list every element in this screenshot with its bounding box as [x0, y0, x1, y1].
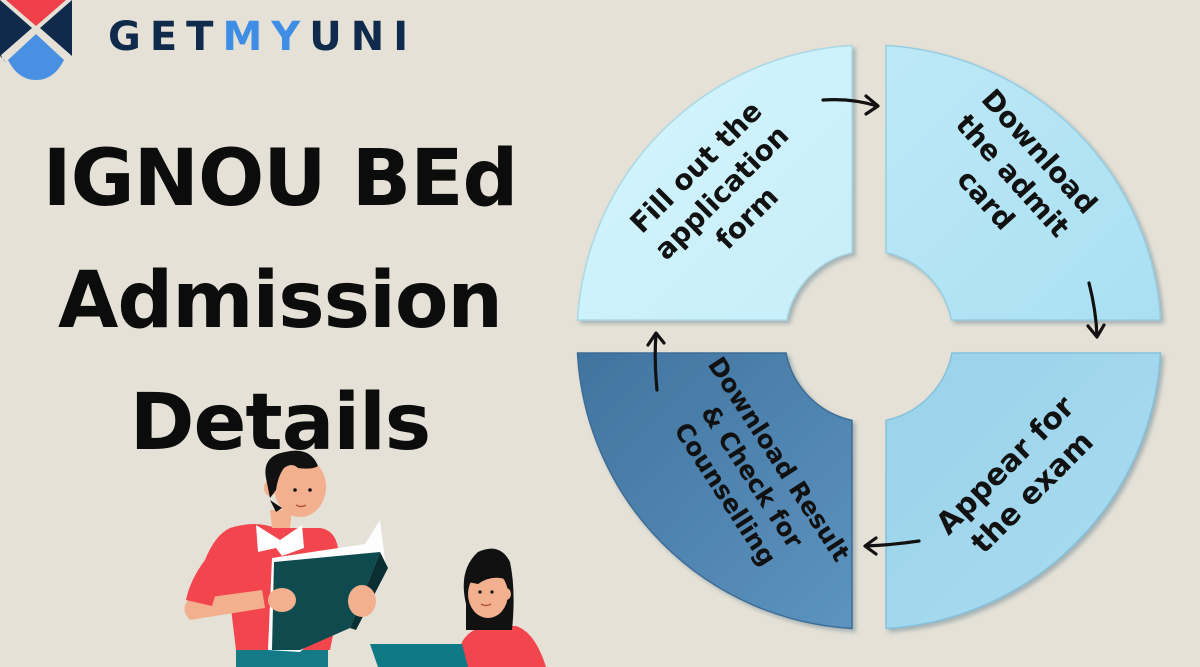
- brand-logo[interactable]: GETMYUNI: [0, 0, 408, 80]
- step-quadrant-bottom-right: [885, 352, 1162, 630]
- brand-part-my: MY: [222, 14, 310, 60]
- arrow-up-icon: [646, 331, 666, 392]
- teacher-figure: [184, 450, 388, 667]
- page-title: IGNOU BEd Admission Details: [0, 118, 560, 484]
- step-quadrant-bottom-left: [576, 352, 853, 630]
- title-line-1: IGNOU BEd: [42, 134, 519, 224]
- arrow-left-icon: [863, 536, 921, 556]
- student-figure: [370, 548, 546, 667]
- brand-wordmark: GETMYUNI: [108, 12, 417, 62]
- arrow-right-icon: [821, 94, 880, 116]
- brand-part-uni: UNI: [309, 14, 418, 60]
- arrow-down-icon: [1086, 281, 1106, 339]
- shield-logo-icon: [0, 0, 72, 80]
- title-line-3: Details: [129, 378, 431, 468]
- step-quadrant-top-right: [885, 44, 1162, 321]
- brand-part-get: GET: [108, 14, 223, 60]
- title-line-2: Admission: [58, 256, 503, 346]
- step-quadrant-top-left: [576, 44, 853, 321]
